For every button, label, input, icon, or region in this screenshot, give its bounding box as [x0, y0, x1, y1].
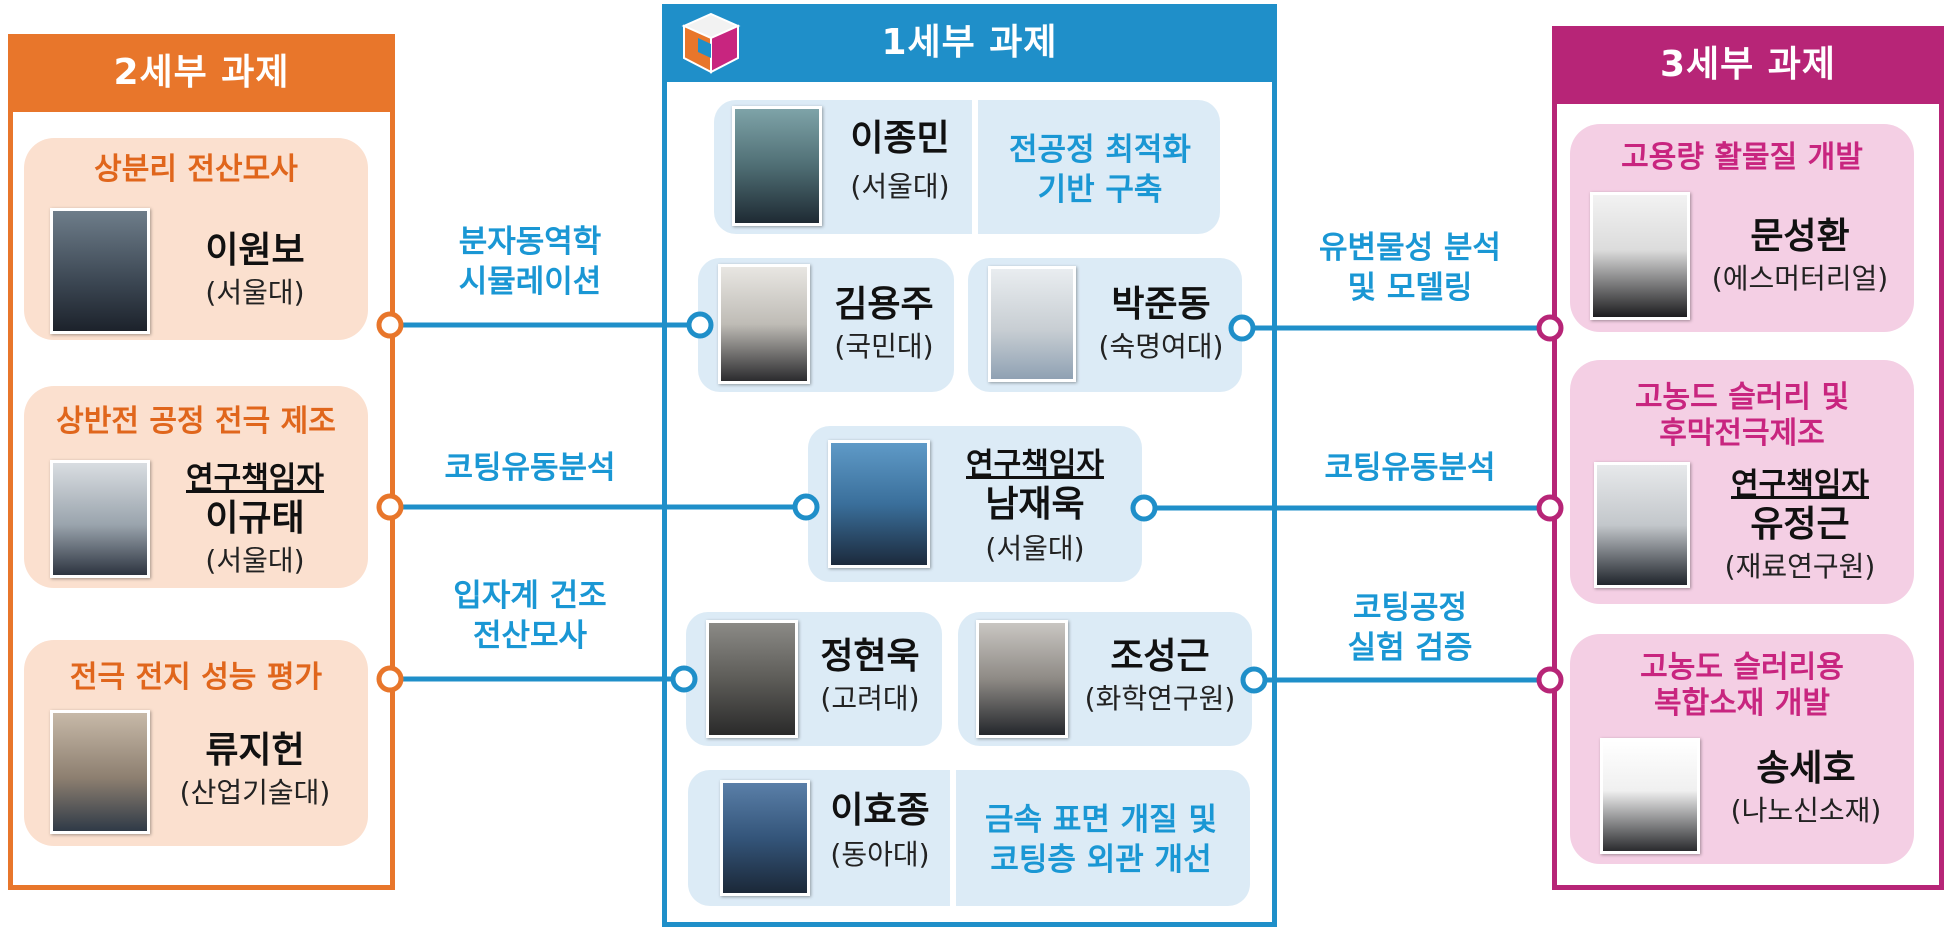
card-divider: [950, 770, 956, 906]
photo-cho-sunggeun: [976, 620, 1068, 738]
photo-yoo-jeonggeun: [1594, 462, 1690, 588]
principal-investigator-label: 연구책임자: [966, 447, 1104, 482]
photo-song-seho: [1600, 738, 1700, 854]
photo-ryu-jiheon: [50, 710, 150, 834]
first-subproject-header: 1세부 과제: [662, 4, 1277, 82]
connector-node-blue: [792, 493, 820, 521]
person-name: 문성환: [1750, 216, 1850, 257]
principal-investigator-label: 연구책임자: [1731, 467, 1869, 502]
person-affiliation: (서울대): [205, 544, 305, 577]
connector-node-magenta: [1536, 666, 1564, 694]
person-affiliation: (서울대): [850, 170, 950, 203]
photo-lee-hyojong: [720, 780, 810, 896]
connector-node-blue: [670, 665, 698, 693]
person-affiliation: (숙명여대): [1098, 330, 1224, 363]
person-name: 이효종: [830, 790, 930, 831]
topic-metal-surface: 금속 표면 개질 및: [984, 802, 1218, 838]
connector-label-rheology-line2: 및 모델링: [1347, 270, 1473, 306]
person-name: 이원보: [205, 230, 305, 271]
topic-process-optimization-line2: 기반 구축: [1037, 172, 1163, 208]
connector-node-orange: [376, 311, 404, 339]
person-name: 이규태: [205, 498, 305, 539]
left-connectors: [390, 322, 806, 682]
photo-moon-sunghwan: [1590, 192, 1690, 320]
topic-metal-surface-line2: 코팅층 외관 개선: [990, 842, 1212, 878]
photo-lee-gyutae: [50, 460, 150, 578]
connector-label-rheology: 유변물성 분석: [1319, 230, 1501, 266]
connector-node-blue: [1240, 666, 1268, 694]
connector-label-coating-flow-right: 코팅유동분석: [1324, 450, 1496, 486]
person-name: 남재욱: [985, 484, 1085, 525]
card-divider: [972, 100, 978, 234]
person-affiliation: (고려대): [820, 682, 920, 715]
connector-label-particle-drying: 입자계 건조: [453, 578, 607, 614]
connector-label-coating-experiment-line2: 실험 검증: [1347, 630, 1473, 666]
person-name: 유정근: [1750, 504, 1850, 545]
person-affiliation: (재료연구원): [1724, 550, 1876, 583]
connector-node-magenta: [1536, 494, 1564, 522]
second-subproject-header: 2세부 과제: [8, 34, 395, 112]
connector-node-magenta: [1536, 314, 1564, 342]
person-affiliation: (화학연구원): [1084, 682, 1236, 715]
connector-node-orange: [376, 665, 404, 693]
right-connectors: [1144, 325, 1550, 683]
cube-logo-icon: [681, 12, 741, 74]
photo-nam-jaewook: [828, 440, 930, 568]
person-name: 조성근: [1110, 636, 1210, 677]
topic-composite-material: 고농도 슬러리용: [1640, 650, 1844, 685]
topic-high-concentration-slurry: 고농드 슬러리 및: [1634, 380, 1850, 415]
person-affiliation: (서울대): [985, 532, 1085, 565]
photo-lee-jongmin: [732, 106, 822, 226]
person-name: 송세호: [1756, 748, 1856, 789]
connector-node-blue: [1228, 314, 1256, 342]
topic-phase-separation: 상분리 전산모사: [94, 152, 298, 187]
topic-battery-performance: 전극 전지 성능 평가: [69, 660, 323, 695]
person-name: 박준동: [1111, 284, 1211, 325]
connector-label-md-sim: 분자동역학: [458, 224, 602, 260]
person-affiliation: (국민대): [834, 330, 934, 363]
topic-phase-inversion-electrode: 상반전 공정 전극 제조: [56, 404, 336, 439]
person-name: 류지헌: [205, 730, 305, 771]
photo-lee-wonbo: [50, 208, 150, 334]
connector-label-coating-flow-left: 코팅유동분석: [444, 450, 616, 486]
third-subproject-header: 3세부 과제: [1552, 26, 1944, 104]
topic-composite-material-line2: 복합소재 개발: [1653, 686, 1831, 721]
topic-high-concentration-slurry-line2: 후막전극제조: [1659, 416, 1825, 451]
person-name: 김용주: [834, 284, 934, 325]
person-affiliation: (나노신소재): [1730, 794, 1882, 827]
connector-node-blue: [1130, 494, 1158, 522]
topic-process-optimization: 전공정 최적화: [1009, 132, 1191, 168]
connector-node-blue: [686, 311, 714, 339]
principal-investigator-label: 연구책임자: [186, 461, 324, 496]
person-name: 이종민: [850, 118, 950, 159]
photo-park-jundong: [988, 266, 1076, 382]
person-affiliation: (서울대): [205, 276, 305, 309]
connector-label-md-sim-line2: 시뮬레이션: [458, 264, 602, 300]
connector-label-particle-drying-line2: 전산모사: [472, 618, 588, 654]
photo-kim-yongju: [718, 264, 810, 384]
person-name: 정현욱: [820, 636, 920, 677]
connector-label-coating-experiment: 코팅공정: [1352, 590, 1468, 626]
connector-node-orange: [376, 493, 404, 521]
person-affiliation: (산업기술대): [179, 776, 331, 809]
topic-high-capacity-material: 고용량 활물질 개발: [1621, 140, 1863, 175]
photo-jung-hyunwook: [706, 620, 798, 738]
person-affiliation: (에스머터리얼): [1711, 262, 1889, 295]
person-affiliation: (동아대): [830, 838, 930, 871]
